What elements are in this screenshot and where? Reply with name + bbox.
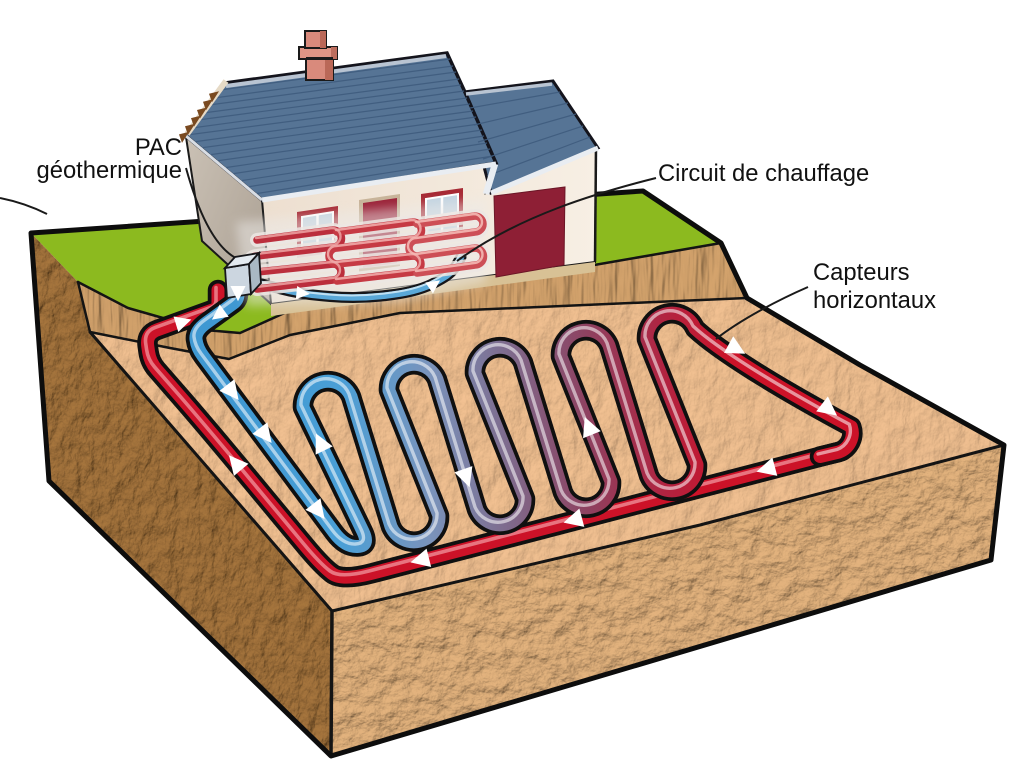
svg-text:Circuit de chauffage: Circuit de chauffage bbox=[658, 160, 869, 187]
svg-text:horizontaux: horizontaux bbox=[813, 287, 936, 314]
svg-text:Capteurs: Capteurs bbox=[813, 259, 910, 286]
svg-text:géothermique: géothermique bbox=[36, 157, 182, 184]
svg-text:PAC: PAC bbox=[135, 134, 182, 161]
